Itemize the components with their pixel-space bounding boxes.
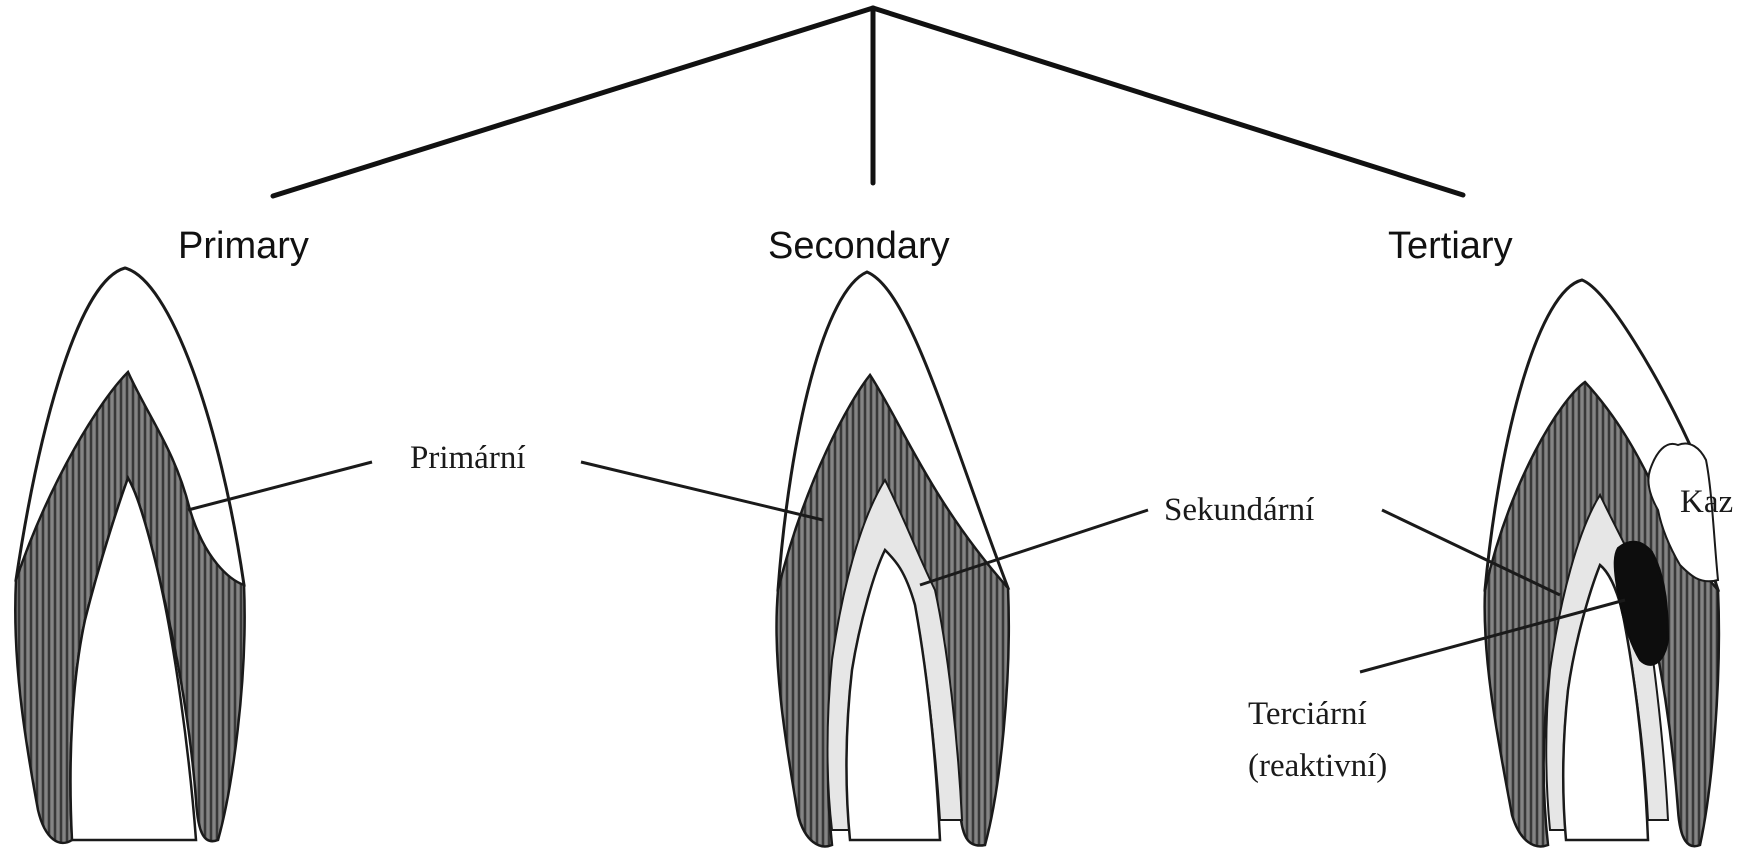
heading-primary: Primary: [178, 225, 309, 267]
label-terciarni: Terciární: [1248, 696, 1367, 732]
tooth-primary: [15, 268, 244, 843]
tree-branch-right: [873, 8, 1463, 195]
leader-primarni-right: [581, 462, 823, 520]
label-reaktivni: (reaktivní): [1248, 748, 1387, 784]
tooth-tertiary: [1485, 280, 1719, 846]
tree-branch-left: [273, 8, 873, 196]
label-sekundarni: Sekundární: [1164, 492, 1314, 528]
hierarchy-tree: [273, 8, 1463, 196]
heading-tertiary: Tertiary: [1388, 225, 1513, 267]
label-kaz: Kaz: [1680, 484, 1733, 520]
label-primarni: Primární: [410, 440, 525, 476]
tooth-secondary: [776, 272, 1008, 846]
heading-secondary: Secondary: [768, 225, 950, 267]
